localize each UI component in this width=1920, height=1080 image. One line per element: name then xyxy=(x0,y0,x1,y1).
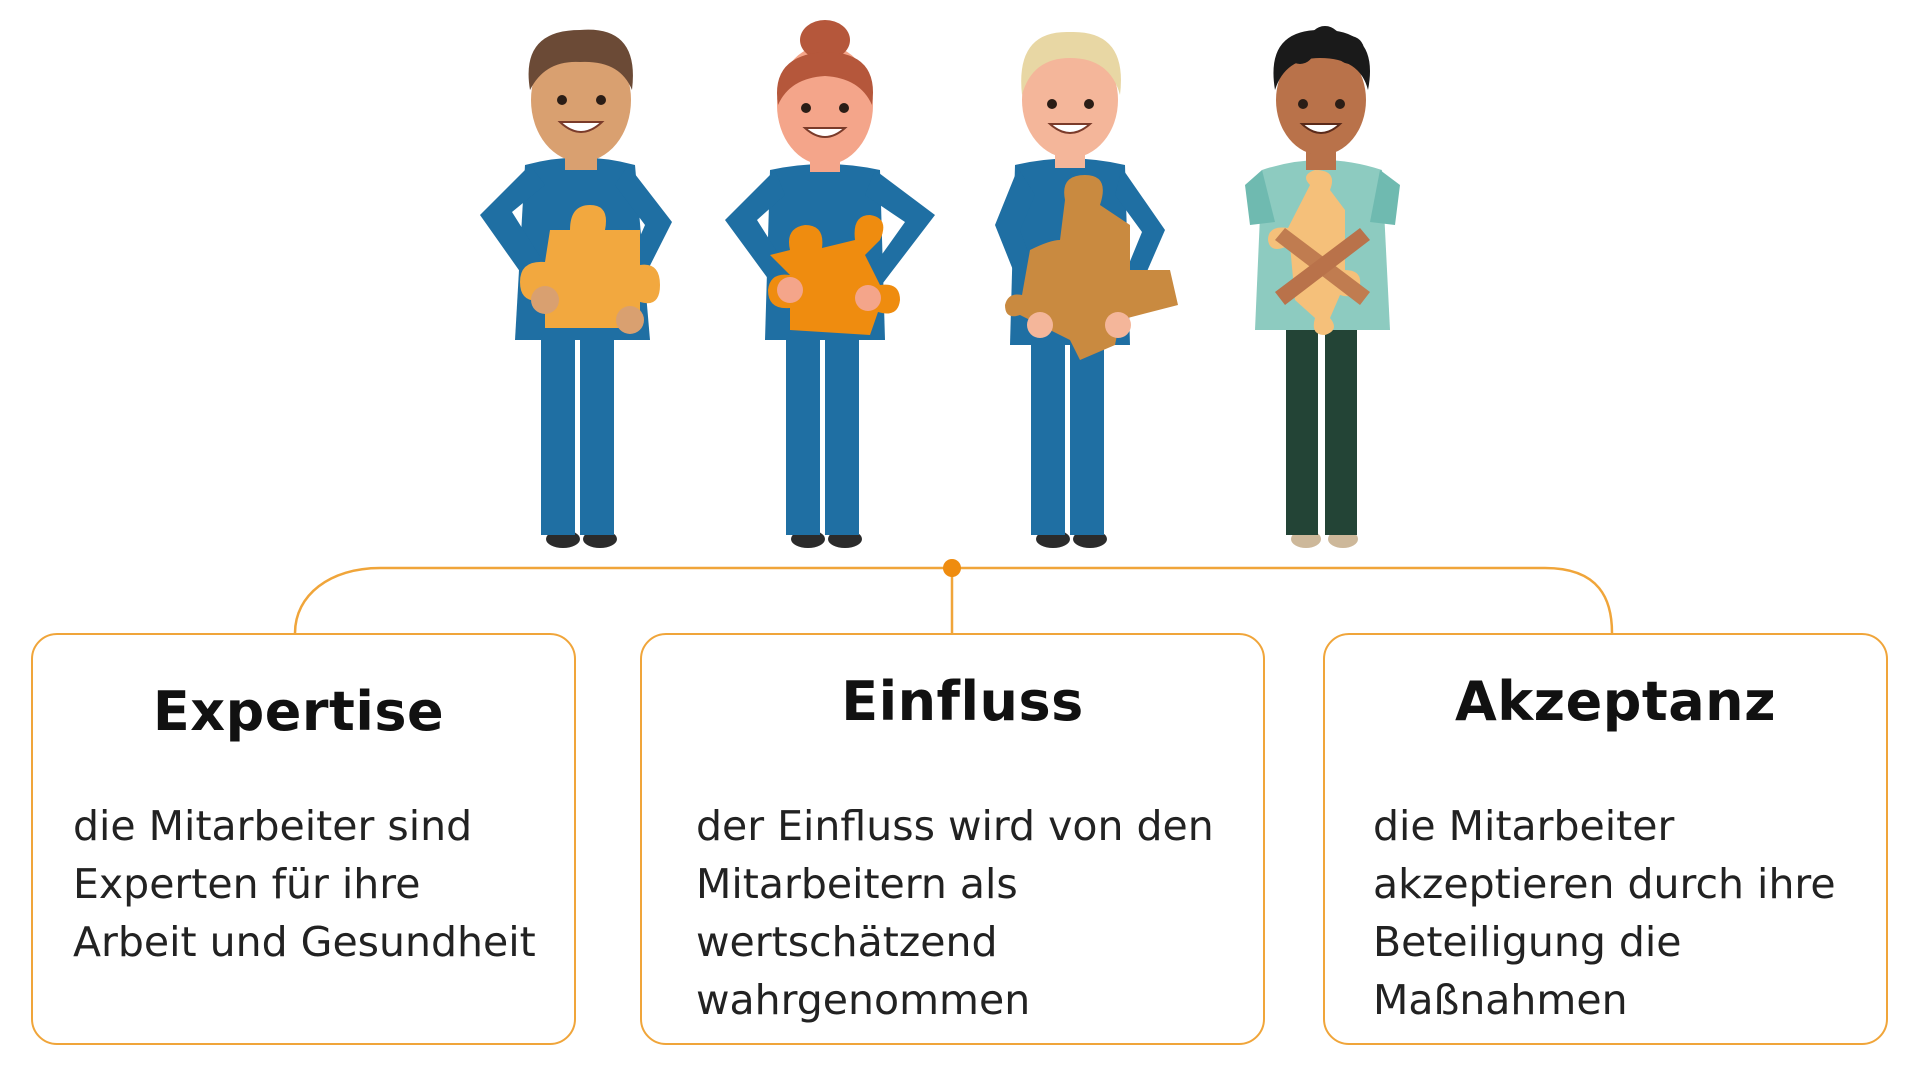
einfluss-title: Einfluss xyxy=(841,670,1084,733)
akzeptanz-line-1: die Mitarbeiter xyxy=(1373,802,1675,850)
einfluss-line-2: Mitarbeitern als xyxy=(696,860,1018,908)
einfluss-line-1: der Einfluss wird von den xyxy=(696,802,1214,850)
connector-node xyxy=(943,559,961,577)
person-4-icon xyxy=(1245,26,1400,548)
akzeptanz-description: die Mitarbeiter akzeptieren durch ihre B… xyxy=(1373,797,1836,1029)
expertise-line-2: Experten für ihre xyxy=(73,860,421,908)
expertise-line-1: die Mitarbeiter sind xyxy=(73,802,473,850)
connector-lines xyxy=(293,566,1614,634)
expertise-title: Expertise xyxy=(152,680,445,743)
einfluss-line-3: wertschätzend xyxy=(696,918,998,966)
einfluss-line-4: wahrgenommen xyxy=(696,976,1031,1024)
expertise-description: die Mitarbeiter sind Experten für ihre A… xyxy=(73,797,536,971)
akzeptanz-line-3: Beteiligung die xyxy=(1373,918,1682,966)
person-1-icon xyxy=(480,29,672,548)
person-2-icon xyxy=(725,20,935,548)
expertise-line-3: Arbeit und Gesundheit xyxy=(73,918,536,966)
akzeptanz-box: Akzeptanz die Mitarbeiter akzeptieren du… xyxy=(1323,633,1888,1045)
einfluss-box: Einfluss der Einfluss wird von den Mitar… xyxy=(640,633,1265,1045)
einfluss-description: der Einfluss wird von den Mitarbeitern a… xyxy=(696,797,1214,1029)
person-3-icon xyxy=(995,31,1178,548)
akzeptanz-title: Akzeptanz xyxy=(1454,670,1777,733)
akzeptanz-line-2: akzeptieren durch ihre xyxy=(1373,860,1836,908)
expertise-box: Expertise die Mitarbeiter sind Experten … xyxy=(31,633,576,1045)
akzeptanz-line-4: Maßnahmen xyxy=(1373,976,1628,1024)
